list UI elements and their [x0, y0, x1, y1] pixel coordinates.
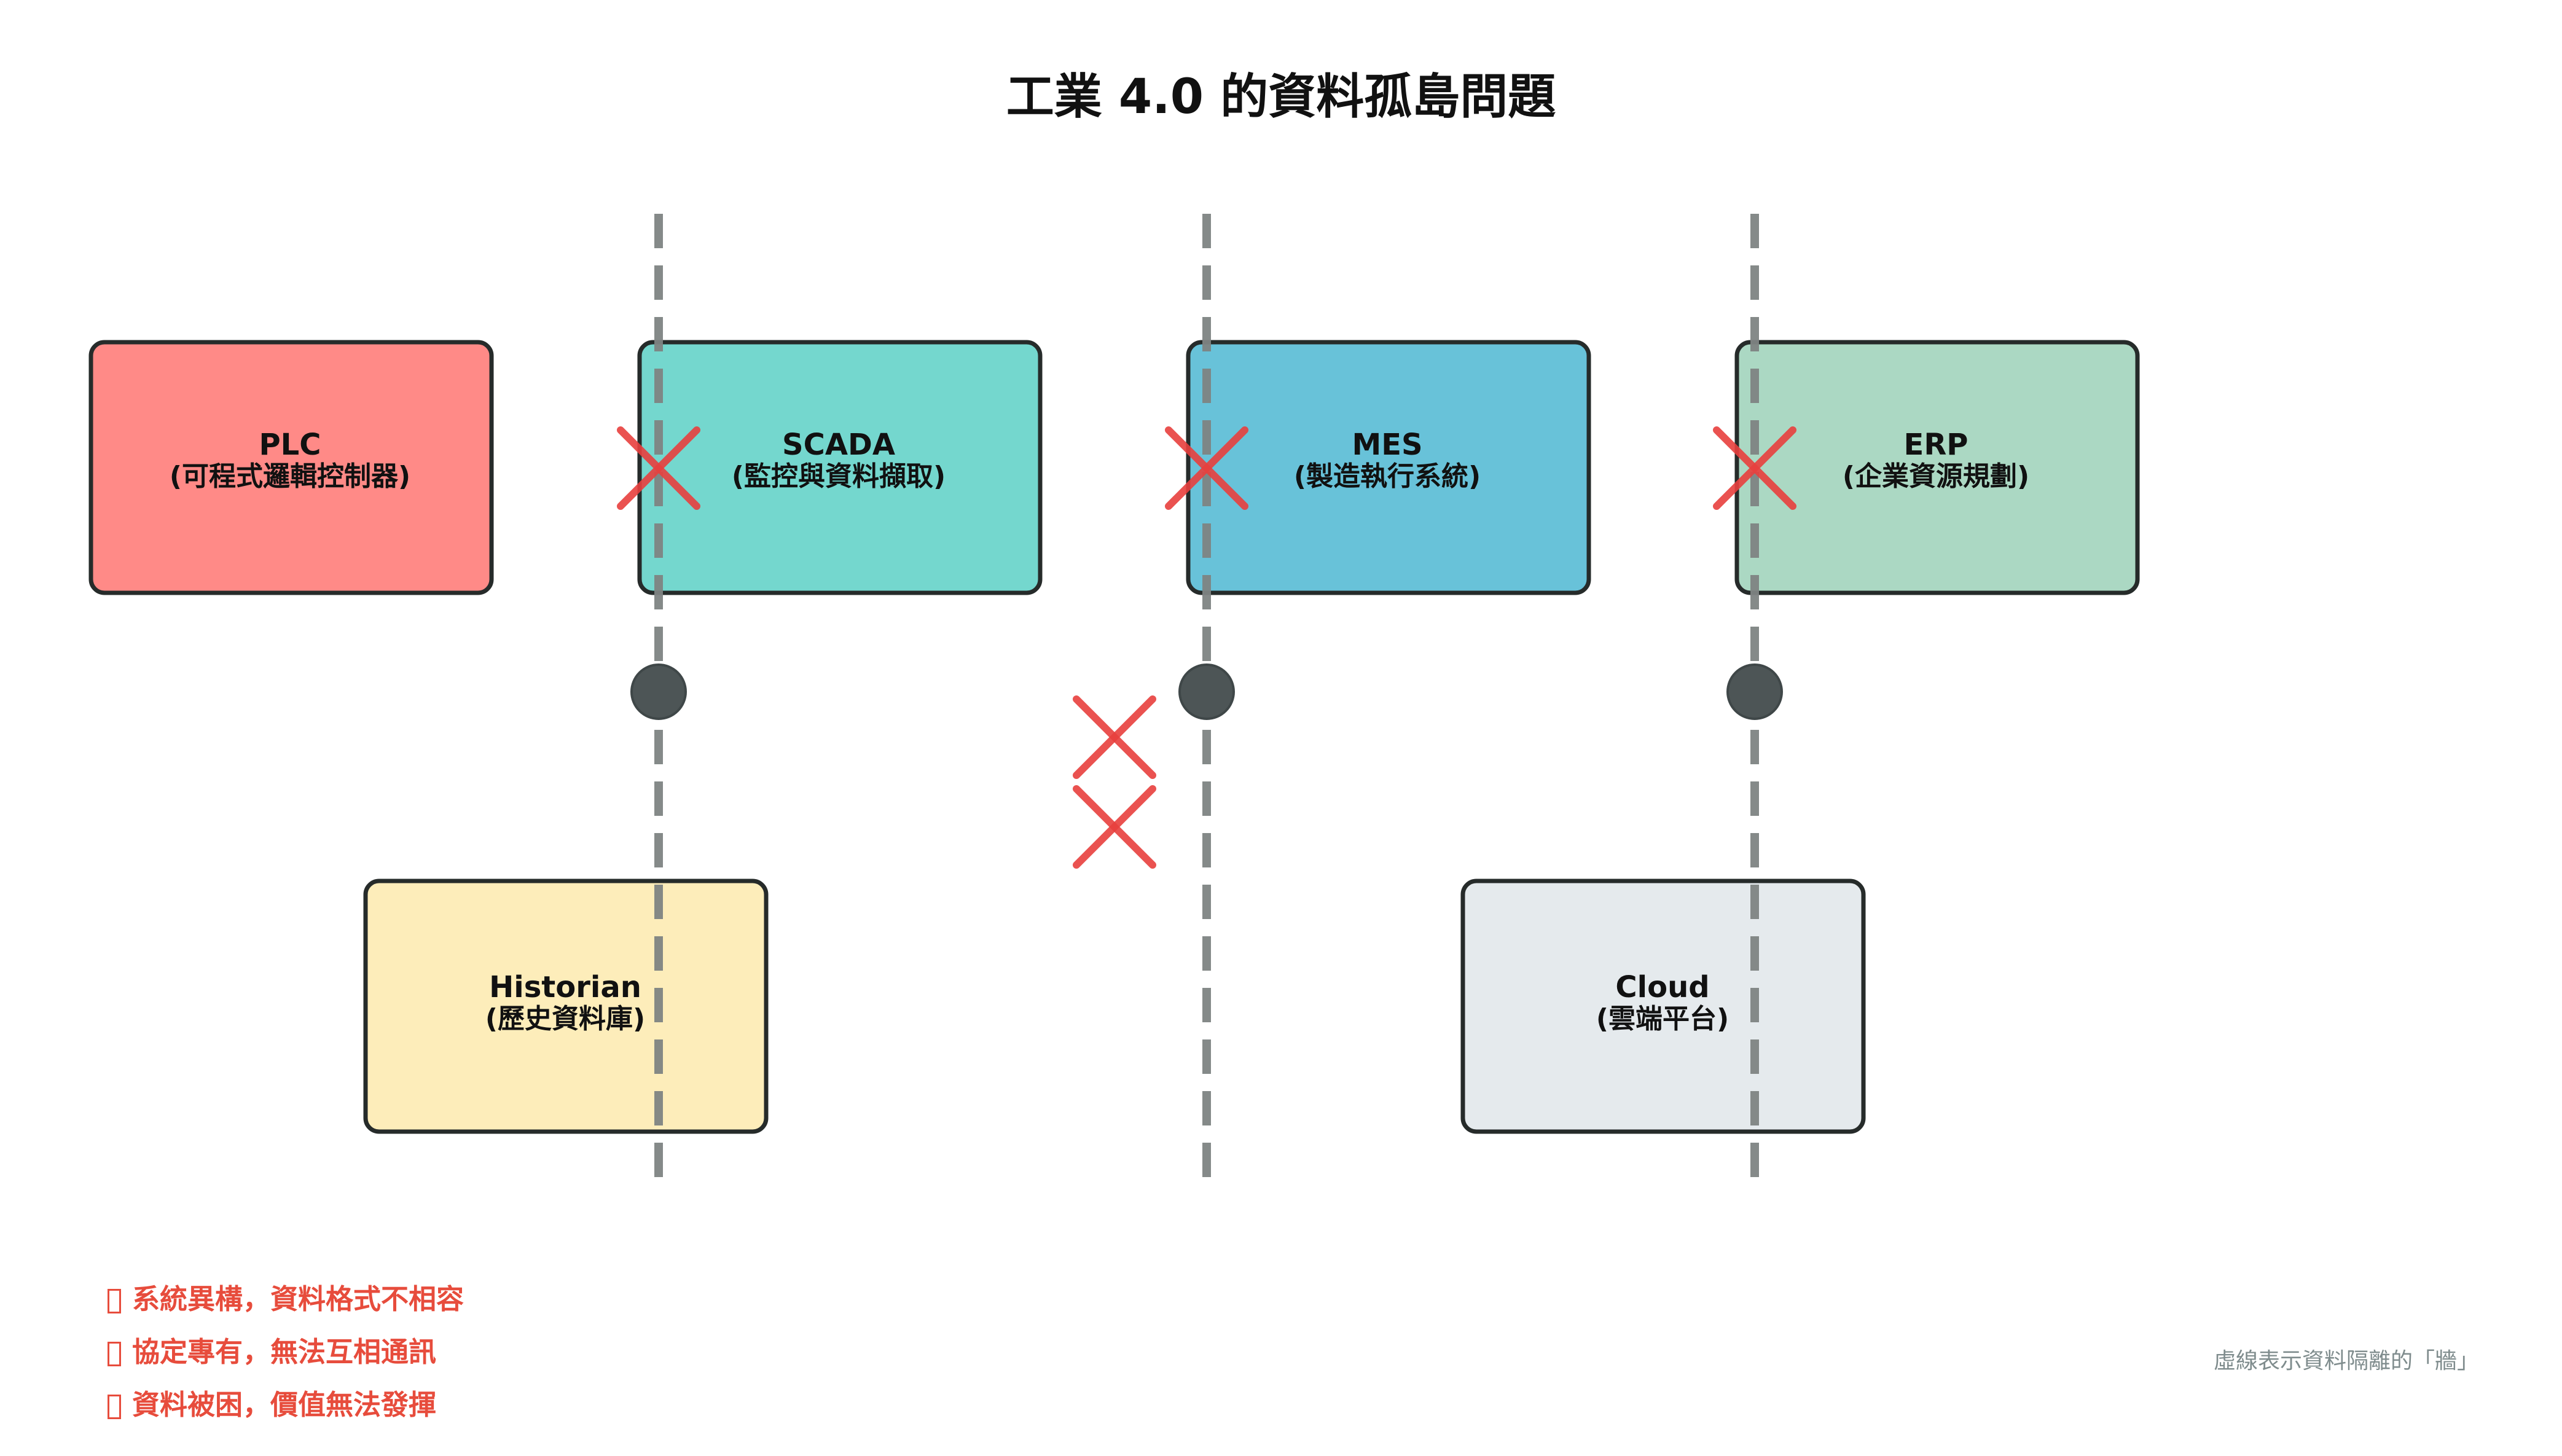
- erp-name: ERP: [1903, 428, 1969, 462]
- erp-label: ERP (企業資源規劃): [1736, 428, 2136, 492]
- cloud-name: Cloud: [1615, 970, 1710, 1004]
- historian-description: (歷史資料庫): [485, 1003, 646, 1035]
- erp-system-box: [1734, 340, 2140, 595]
- mes-label: MES (製造執行系統): [1188, 428, 1587, 492]
- note-text: 協定專有，無法互相通訊: [132, 1336, 437, 1368]
- x-stroke: [1165, 426, 1248, 510]
- x-stroke: [1713, 426, 1796, 510]
- blocked-x-icon: [1073, 695, 1156, 779]
- cloud-label: Cloud (雲端平台): [1463, 971, 1862, 1035]
- wall-legend-caption: 虛線表示資料隔離的「牆」: [2213, 1348, 2479, 1374]
- note-text: 系統異構，資料格式不相容: [132, 1283, 464, 1315]
- missing-glyph-icon: [108, 1342, 121, 1366]
- plc-label: PLC (可程式邏輯控制器): [90, 428, 490, 492]
- wall-node-2: [1178, 663, 1235, 720]
- plc-system-box: [88, 340, 494, 595]
- mes-name: MES: [1352, 428, 1423, 462]
- historian-name: Historian: [489, 970, 641, 1004]
- diagram-title: 工業 4.0 的資料孤島問題: [1006, 69, 1556, 125]
- plc-description: (可程式邏輯控制器): [169, 461, 411, 492]
- missing-glyph-icon: [108, 1289, 121, 1313]
- blocked-x-icon: [1165, 426, 1248, 510]
- cloud-description: (雲端平台): [1596, 1003, 1730, 1035]
- scada-system-box: [637, 340, 1043, 595]
- problem-notes: 系統異構，資料格式不相容 協定專有，無法互相通訊 資料被困，價值無法發揮: [108, 1281, 464, 1439]
- scada-description: (監控與資料擷取): [731, 461, 946, 492]
- erp-description: (企業資源規劃): [1842, 461, 2030, 492]
- note-item: 協定專有，無法互相通訊: [108, 1334, 464, 1387]
- historian-label: Historian (歷史資料庫): [366, 971, 765, 1035]
- historian-system-box: [363, 879, 769, 1134]
- cloud-system-box: [1460, 879, 1866, 1134]
- plc-name: PLC: [259, 428, 321, 462]
- blocked-x-icon: [1073, 785, 1156, 869]
- scada-label: SCADA (監控與資料擷取): [639, 428, 1038, 492]
- note-item: 資料被困，價值無法發揮: [108, 1387, 464, 1439]
- scada-name: SCADA: [782, 428, 895, 462]
- missing-glyph-icon: [108, 1395, 121, 1419]
- note-text: 資料被困，價值無法發揮: [132, 1388, 437, 1421]
- x-stroke: [1073, 785, 1156, 869]
- blocked-x-icon: [1713, 426, 1796, 510]
- blocked-x-icon: [617, 426, 700, 510]
- wall-node-1: [630, 663, 687, 720]
- note-item: 系統異構，資料格式不相容: [108, 1281, 464, 1334]
- mes-system-box: [1186, 340, 1591, 595]
- mes-description: (製造執行系統): [1293, 461, 1481, 492]
- x-stroke: [1073, 695, 1156, 779]
- x-stroke: [617, 426, 700, 510]
- wall-node-3: [1726, 663, 1783, 720]
